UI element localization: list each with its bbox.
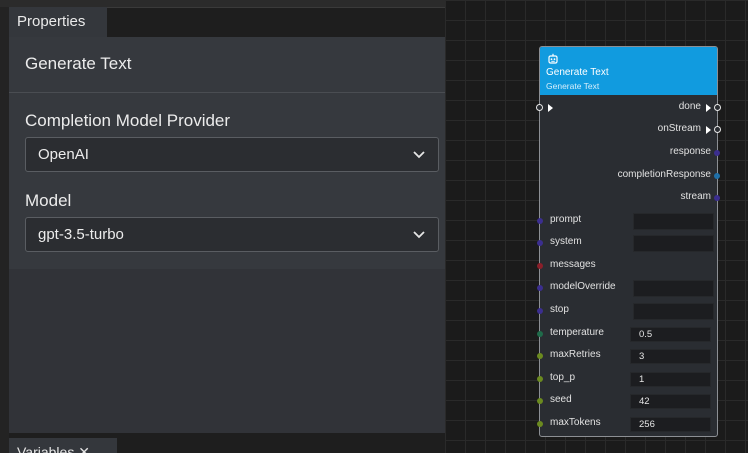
generate-text-node[interactable]: Generate Text Generate Text done onStrea…: [536, 46, 721, 437]
model-select[interactable]: gpt-3.5-turbo: [25, 217, 439, 252]
left-edge: [0, 7, 9, 453]
input-row-top-p: top_p 1: [537, 372, 717, 387]
close-icon[interactable]: ✕: [78, 444, 90, 453]
tab-properties[interactable]: Properties: [9, 7, 107, 37]
output-port-completionresponse[interactable]: [714, 173, 720, 179]
top-p-input[interactable]: 1: [630, 372, 711, 387]
input-port-top-p[interactable]: [537, 376, 543, 382]
node-header[interactable]: Generate Text Generate Text: [540, 47, 717, 95]
panel-title: Generate Text: [25, 54, 132, 73]
maxtokens-input[interactable]: 256: [630, 417, 711, 432]
panel-empty-area: [9, 269, 445, 433]
node-title: Generate Text: [546, 67, 609, 78]
output-label: response: [669, 146, 711, 157]
input-label: temperature: [550, 327, 604, 338]
input-port-messages[interactable]: [537, 263, 543, 269]
output-row-onstream: onStream: [540, 123, 721, 137]
provider-label: Completion Model Provider: [25, 111, 231, 130]
tab-variables[interactable]: Variables ✕: [9, 438, 117, 453]
exec-arrow-icon: [706, 126, 711, 134]
system-input[interactable]: [633, 235, 714, 252]
input-row-temperature: temperature 0.5: [537, 327, 717, 342]
input-row-maxretries: maxRetries 3: [537, 349, 717, 364]
output-label: completionResponse: [617, 169, 711, 180]
output-row-response: response: [540, 146, 720, 160]
model-value: gpt-3.5-turbo: [38, 226, 124, 243]
chevron-down-icon: [413, 231, 425, 239]
input-port-maxtokens[interactable]: [537, 421, 543, 427]
output-label: onStream: [657, 123, 701, 134]
input-row-messages: messages: [537, 259, 717, 273]
output-label: done: [678, 101, 701, 112]
input-row-maxtokens: maxTokens 256: [537, 417, 717, 432]
robot-icon: [548, 53, 558, 64]
input-port-stop[interactable]: [537, 308, 543, 314]
input-port-modeloverride[interactable]: [537, 285, 543, 291]
exec-input-arrow-icon: [548, 104, 553, 112]
maxretries-input[interactable]: 3: [630, 349, 711, 364]
temperature-input[interactable]: 0.5: [630, 327, 711, 342]
properties-panel: Generate Text Completion Model Provider …: [9, 37, 445, 433]
model-label: Model: [25, 191, 72, 210]
exec-arrow-icon: [706, 104, 711, 112]
prompt-input[interactable]: [633, 213, 714, 230]
provider-select[interactable]: OpenAI: [25, 137, 439, 172]
node-subtitle: Generate Text: [546, 81, 600, 91]
output-port-onstream[interactable]: [714, 126, 721, 133]
input-label: top_p: [550, 372, 576, 383]
input-port-maxretries[interactable]: [537, 353, 543, 359]
input-row-seed: seed 42: [537, 394, 717, 409]
input-label: maxRetries: [550, 349, 601, 360]
divider: [9, 92, 445, 93]
top-strip: [0, 0, 748, 8]
input-row-prompt: prompt: [537, 213, 717, 230]
output-port-stream[interactable]: [714, 195, 720, 201]
input-row-stop: stop: [537, 303, 717, 320]
input-label: maxTokens: [550, 417, 601, 428]
output-row-done: done: [540, 101, 721, 115]
input-label: messages: [550, 259, 596, 270]
stop-input[interactable]: [633, 303, 714, 320]
input-label: prompt: [550, 214, 582, 225]
input-port-seed[interactable]: [537, 398, 543, 404]
input-port-temperature[interactable]: [537, 331, 543, 337]
modeloverride-input[interactable]: [633, 280, 714, 297]
exec-input-port[interactable]: [536, 104, 543, 111]
input-port-prompt[interactable]: [537, 218, 543, 224]
output-row-completionresponse: completionResponse: [540, 169, 720, 183]
input-label: modelOverride: [550, 281, 616, 292]
provider-value: OpenAI: [38, 146, 89, 163]
output-port-response[interactable]: [714, 150, 720, 156]
output-row-stream: stream: [540, 191, 720, 205]
seed-input[interactable]: 42: [630, 394, 711, 409]
output-port-done[interactable]: [714, 104, 721, 111]
input-label: seed: [550, 394, 572, 405]
input-port-system[interactable]: [537, 240, 543, 246]
input-label: system: [550, 236, 582, 247]
chevron-down-icon: [413, 151, 425, 159]
output-label: stream: [680, 191, 711, 202]
variables-label: Variables: [17, 444, 75, 453]
input-row-system: system: [537, 235, 717, 252]
input-row-modeloverride: modelOverride: [537, 280, 717, 297]
input-label: stop: [550, 304, 569, 315]
exec-input-row: [536, 101, 717, 115]
